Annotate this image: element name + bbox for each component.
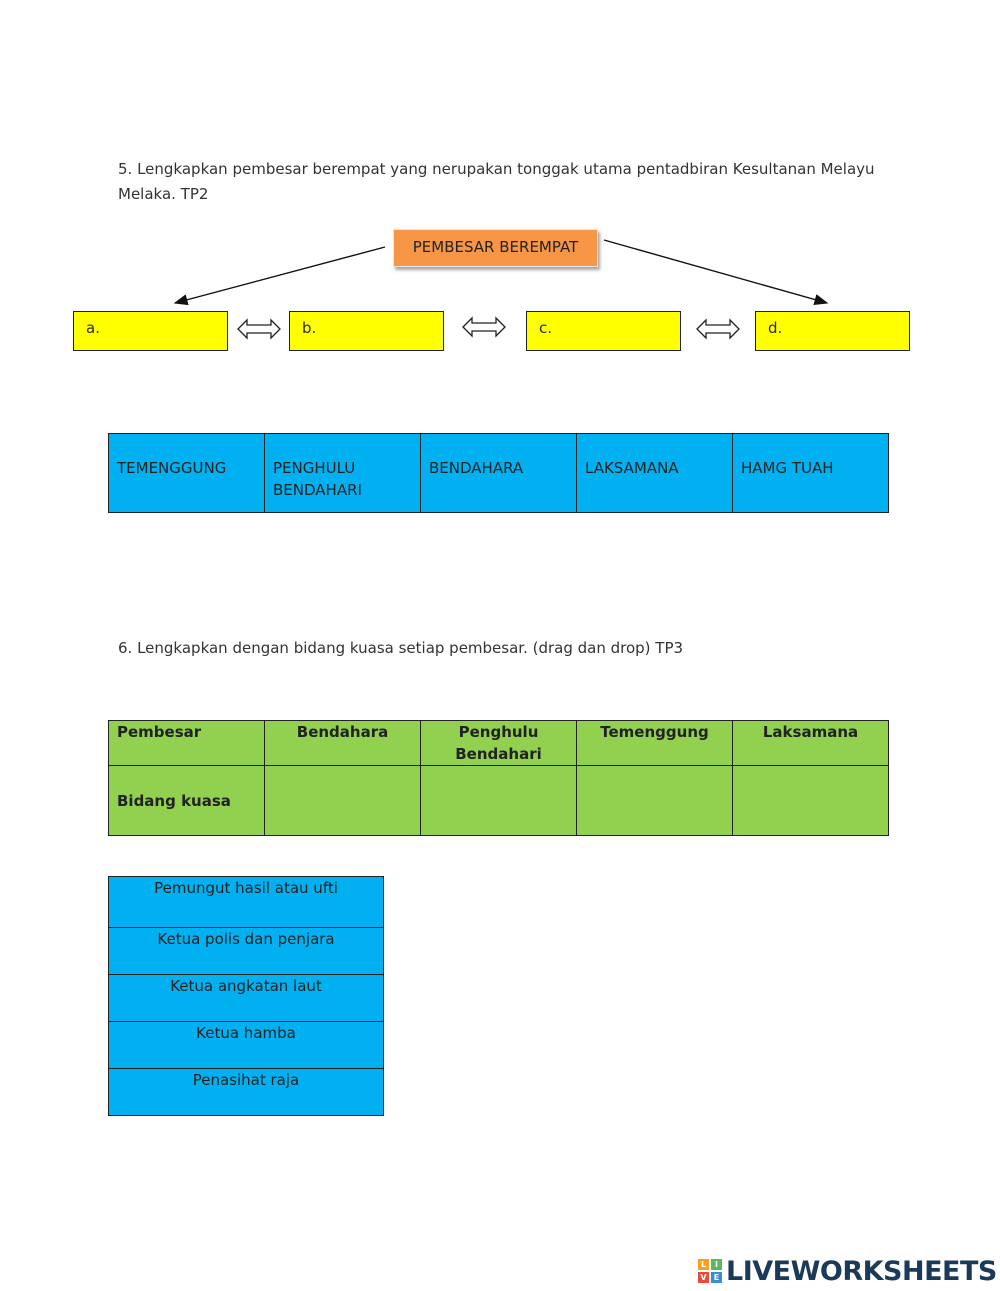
option-temenggung[interactable]: TEMENGGUNG <box>108 433 265 513</box>
option-penghulu-bendahari[interactable]: PENGHULU BENDAHARI <box>264 433 421 513</box>
header-laksamana: Laksamana <box>732 720 889 766</box>
double-arrow-icon <box>696 318 740 340</box>
header-pembesar: Pembesar <box>108 720 265 766</box>
duty-item[interactable]: Pemungut hasil atau ufti <box>108 876 384 928</box>
duty-item[interactable]: Penasihat raja <box>108 1068 384 1116</box>
header-bendahara: Bendahara <box>264 720 421 766</box>
duty-item[interactable]: Ketua hamba <box>108 1021 384 1069</box>
double-arrow-icon <box>462 316 506 338</box>
drop-zone-laksamana[interactable] <box>732 765 889 836</box>
drop-zone-temenggung[interactable] <box>576 765 733 836</box>
duty-item[interactable]: Ketua polis dan penjara <box>108 927 384 975</box>
left-arrow <box>173 246 386 306</box>
row-label-bidang-kuasa: Bidang kuasa <box>108 765 265 836</box>
options-table: TEMENGGUNG PENGHULU BENDAHARI BENDAHARA … <box>108 433 889 513</box>
pembesar-berempat-header: PEMBESAR BEREMPAT <box>393 229 598 267</box>
duty-item[interactable]: Ketua angkatan laut <box>108 974 384 1022</box>
header-temenggung: Temenggung <box>576 720 733 766</box>
logo-text: LIVEWORKSHEETS <box>726 1255 997 1287</box>
drop-zone-bendahara[interactable] <box>264 765 421 836</box>
answer-box-c[interactable]: c. <box>526 311 681 351</box>
question-5-text: 5. Lengkapkan pembesar berempat yang ner… <box>118 160 875 203</box>
option-laksamana[interactable]: LAKSAMANA <box>576 433 733 513</box>
logo-icon: L I V E <box>698 1259 722 1283</box>
question-6-text: 6. Lengkapkan dengan bidang kuasa setiap… <box>118 639 684 657</box>
liveworksheets-logo: L I V E LIVEWORKSHEETS <box>698 1255 997 1287</box>
option-bendahara[interactable]: BENDAHARA <box>420 433 577 513</box>
answer-box-b[interactable]: b. <box>289 311 444 351</box>
drop-zone-penghulu-bendahari[interactable] <box>420 765 577 836</box>
answer-box-a[interactable]: a. <box>73 311 228 351</box>
duties-table: Pemungut hasil atau ufti Ketua polis dan… <box>108 876 384 1116</box>
right-arrow <box>603 239 829 305</box>
double-arrow-icon <box>237 318 281 340</box>
connector-arrows <box>173 239 829 306</box>
answer-box-d[interactable]: d. <box>755 311 910 351</box>
header-penghulu-bendahari: Penghulu Bendahari <box>420 720 577 766</box>
option-hamg-tuah[interactable]: HAMG TUAH <box>732 433 889 513</box>
bidang-kuasa-table: Pembesar Bendahara Penghulu Bendahari Te… <box>108 720 889 836</box>
